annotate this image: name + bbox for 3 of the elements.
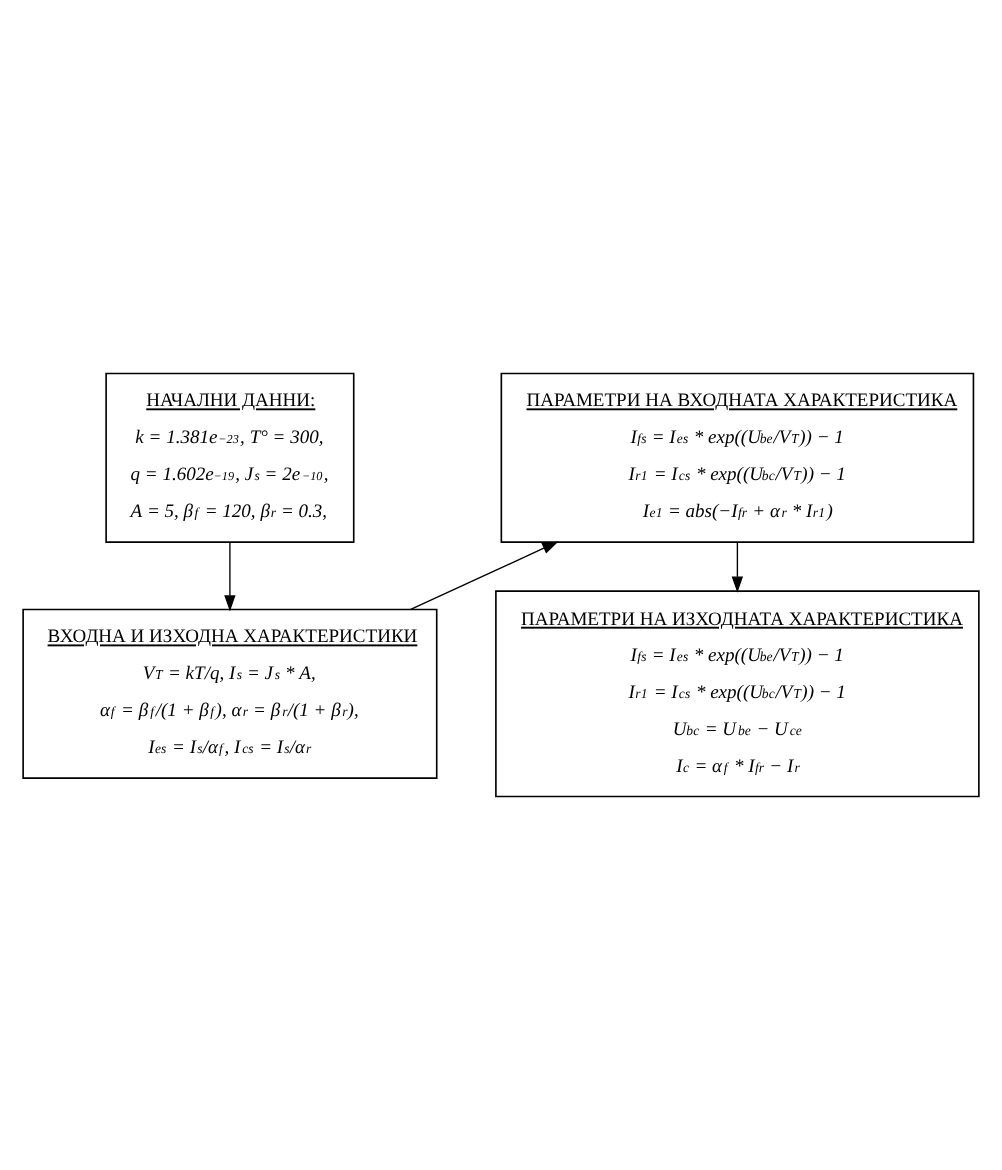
arrow bbox=[731, 542, 744, 593]
arrow bbox=[410, 541, 559, 611]
arrow bbox=[224, 542, 236, 612]
